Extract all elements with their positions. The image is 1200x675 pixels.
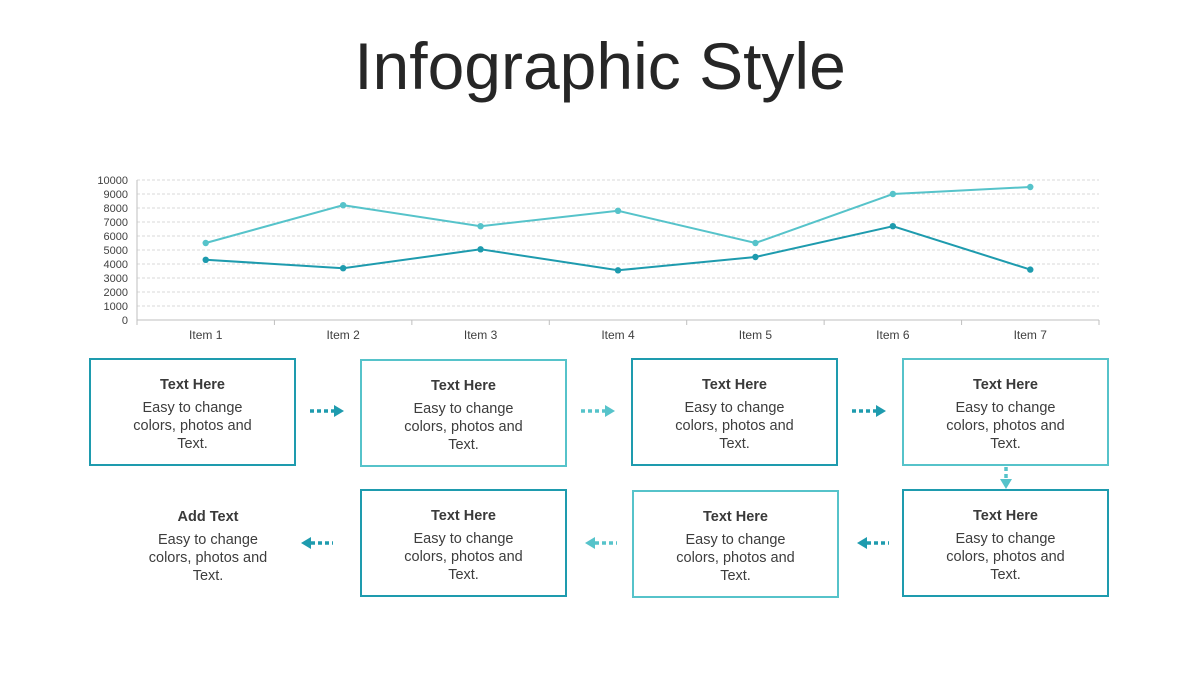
- step-box-title: Text Here: [159, 377, 225, 393]
- step-box-title: Text Here: [972, 508, 1038, 524]
- arrow-down-icon: [1000, 467, 1012, 489]
- data-point: [202, 256, 209, 263]
- y-tick-label: 6000: [104, 231, 128, 243]
- step-box-body: Easy to change colors, photos and Text.: [404, 531, 523, 583]
- step-box-title: Text Here: [430, 378, 496, 394]
- arrow-right-icon: [852, 405, 886, 417]
- x-tick-label: Item 5: [739, 328, 773, 342]
- step-box-body: Easy to change colors, photos and Text.: [946, 531, 1065, 583]
- slide-title: Infographic Style: [354, 29, 846, 103]
- arrow-right-icon: [310, 405, 344, 417]
- step-box-6: Text Here Easy to change colors, photos …: [632, 490, 839, 598]
- step-box-4: Text Here Easy to change colors, photos …: [902, 358, 1109, 466]
- y-tick-label: 7000: [104, 217, 128, 229]
- step-box-body: Easy to change colors, photos and Text.: [675, 400, 794, 452]
- line-chart: 0 1000 2000 3000 4000 5000 6000 7000 8000 9000 100…: [97, 175, 1100, 342]
- step-box-5: Text Here Easy to change colors, photos …: [902, 489, 1109, 597]
- add-text-title: Add Text: [177, 509, 239, 525]
- x-tick-label: Item 3: [464, 328, 498, 342]
- data-point: [889, 223, 897, 230]
- step-box-body: Easy to change colors, photos and Text.: [946, 400, 1065, 452]
- data-point: [1027, 266, 1034, 273]
- data-point: [202, 239, 209, 247]
- step-box-7: Text Here Easy to change colors, photos …: [360, 489, 567, 597]
- step-box-title: Text Here: [701, 377, 767, 393]
- add-text-block: Add Text Easy to change colors, photos a…: [133, 508, 283, 585]
- data-point: [339, 265, 347, 272]
- step-box-body: Easy to change colors, photos and Text.: [133, 400, 252, 452]
- data-point: [477, 246, 484, 253]
- y-tick-label: 4000: [104, 259, 128, 271]
- arrow-right-icon: [581, 405, 615, 417]
- y-tick-label: 0: [122, 315, 128, 327]
- x-tick-label: Item 1: [189, 328, 223, 342]
- data-point: [752, 239, 759, 247]
- data-point: [477, 223, 484, 230]
- y-tick-label: 10000: [97, 175, 128, 187]
- y-tick-label: 5000: [104, 245, 128, 257]
- series-line-1: [205, 186, 1031, 245]
- y-tick-label: 8000: [104, 203, 128, 215]
- y-tick-label: 2000: [104, 287, 128, 299]
- step-box-title: Text Here: [972, 377, 1038, 393]
- arrow-left-icon: [301, 537, 333, 549]
- step-box-title: Text Here: [702, 509, 768, 525]
- x-tick-label: Item 4: [601, 328, 635, 342]
- data-point: [614, 267, 622, 274]
- arrow-left-icon: [585, 537, 617, 549]
- y-tick-label: 1000: [104, 301, 128, 313]
- y-tick-label: 3000: [104, 273, 128, 285]
- add-text-body: Easy to change colors, photos and Text.: [148, 532, 268, 584]
- step-box-1: Text Here Easy to change colors, photos …: [89, 358, 296, 466]
- step-box-body: Easy to change colors, photos and Text.: [676, 532, 795, 584]
- data-point: [889, 190, 897, 198]
- arrow-left-icon: [857, 537, 889, 549]
- data-point: [1027, 183, 1034, 191]
- step-box-3: Text Here Easy to change colors, photos …: [631, 358, 838, 466]
- x-tick-label: Item 2: [326, 328, 360, 342]
- y-tick-label: 9000: [104, 189, 128, 201]
- data-point: [614, 207, 622, 214]
- x-tick-label: Item 7: [1014, 328, 1048, 342]
- step-box-title: Text Here: [430, 508, 496, 524]
- step-box-2: Text Here Easy to change colors, photos …: [360, 359, 567, 467]
- step-box-body: Easy to change colors, photos and Text.: [404, 401, 523, 453]
- data-point: [752, 253, 759, 261]
- x-tick-label: Item 6: [876, 328, 910, 342]
- data-point: [339, 202, 347, 209]
